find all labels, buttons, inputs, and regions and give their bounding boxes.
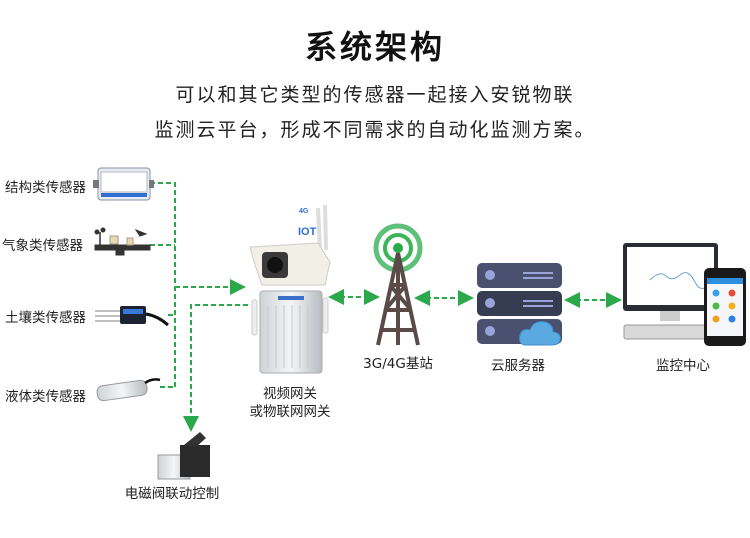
tower-label: 3G/4G基站 xyxy=(363,356,433,372)
cell-tower-icon xyxy=(373,223,423,346)
sensor-label-liquid: 液体类传感器 xyxy=(5,389,86,405)
connector-trunk xyxy=(150,182,176,387)
sensor-label-soil: 土壤类传感器 xyxy=(5,310,86,326)
monitoring-center-image xyxy=(623,243,746,346)
subtitle-line-1: 可以和其它类型的传感器一起接入安锐物联 xyxy=(175,84,575,106)
gateway-label-2: 或物联网网关 xyxy=(249,404,331,420)
sensor-label-weather: 气象类传感器 xyxy=(2,238,83,254)
gateway-label-1: 视频网关 xyxy=(263,386,317,402)
page-title: 系统架构 xyxy=(304,28,445,66)
camera-image xyxy=(249,204,331,286)
monitor-label: 监控中心 xyxy=(656,358,710,374)
soil-sensor-image xyxy=(95,306,170,327)
gateway-image xyxy=(251,290,329,374)
badge-iot: IOT xyxy=(298,226,317,238)
cloud-server-icon xyxy=(477,263,562,346)
server-label: 云服务器 xyxy=(491,358,545,374)
weather-sensor-image xyxy=(94,227,151,256)
subtitle-line-2: 监测云平台，形成不同需求的自动化监测方案。 xyxy=(154,119,596,141)
structural-sensor-image xyxy=(93,167,154,201)
liquid-sensor-image xyxy=(96,378,161,402)
arrow-to-valve xyxy=(183,304,248,432)
sensor-bus-connectors xyxy=(150,182,622,432)
valve-label: 电磁阀联动控制 xyxy=(124,486,220,502)
badge-4g: 4G xyxy=(299,208,309,215)
solenoid-valve-image xyxy=(157,432,210,480)
sensor-label-structural: 结构类传感器 xyxy=(5,180,86,196)
